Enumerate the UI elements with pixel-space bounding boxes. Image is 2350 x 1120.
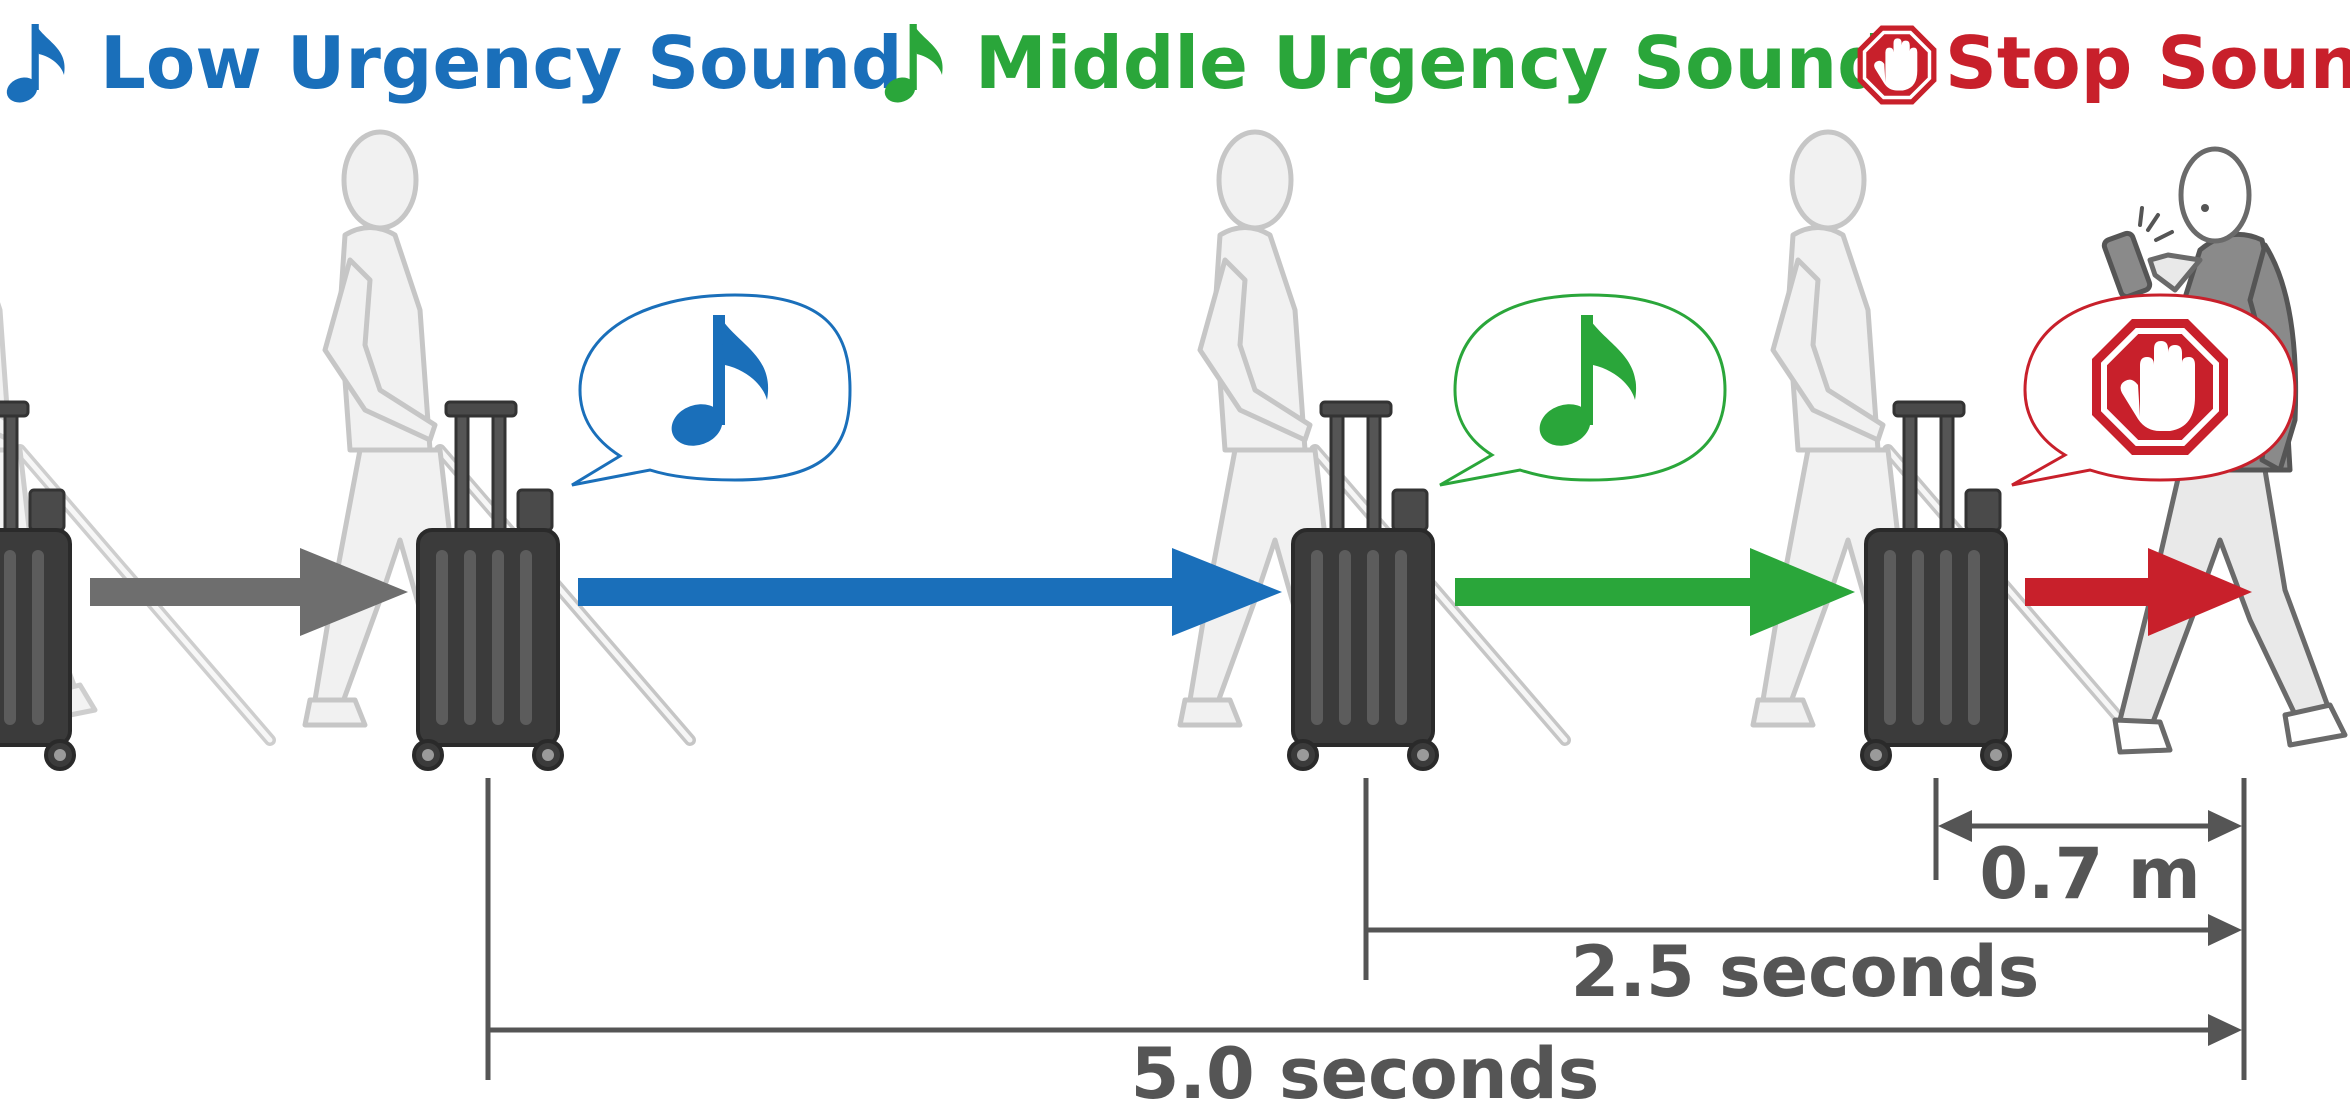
stop-speech-bubble bbox=[2011, 293, 2297, 487]
stop-hand-icon bbox=[1855, 23, 1939, 107]
dimension-lines bbox=[485, 778, 2247, 1080]
red-motion-arrow bbox=[2025, 548, 2252, 636]
middle-urgency-speech-bubble bbox=[1439, 293, 1727, 487]
legend-middle-urgency: Middle Urgency Sound bbox=[881, 21, 1889, 107]
legend-low-label: Low Urgency Sound bbox=[100, 21, 903, 105]
distance-label: 0.7 m bbox=[1979, 833, 2200, 915]
dimension-arrow-5-0s bbox=[490, 1014, 2242, 1046]
blue-motion-arrow bbox=[578, 548, 1282, 636]
legend-low-urgency: Low Urgency Sound bbox=[3, 21, 903, 107]
dimension-arrow-0-7m bbox=[1938, 810, 2242, 842]
legend-stop: Stop Sound bbox=[1855, 21, 2350, 107]
gray-motion-arrow bbox=[90, 548, 408, 636]
suitcase-partial bbox=[0, 400, 76, 771]
low-urgency-speech-bubble bbox=[571, 293, 852, 487]
stop-hand-icon-large bbox=[2092, 319, 2228, 455]
middle-time-label: 2.5 seconds bbox=[1571, 931, 2040, 1013]
green-motion-arrow bbox=[1455, 548, 1855, 636]
legend-stop-label: Stop Sound bbox=[1945, 21, 2350, 105]
dimension-arrow-2-5s bbox=[1368, 914, 2242, 946]
low-time-label: 5.0 seconds bbox=[1131, 1033, 1600, 1115]
legend-middle-label: Middle Urgency Sound bbox=[975, 21, 1889, 105]
low-urgency-note-icon bbox=[3, 23, 65, 107]
